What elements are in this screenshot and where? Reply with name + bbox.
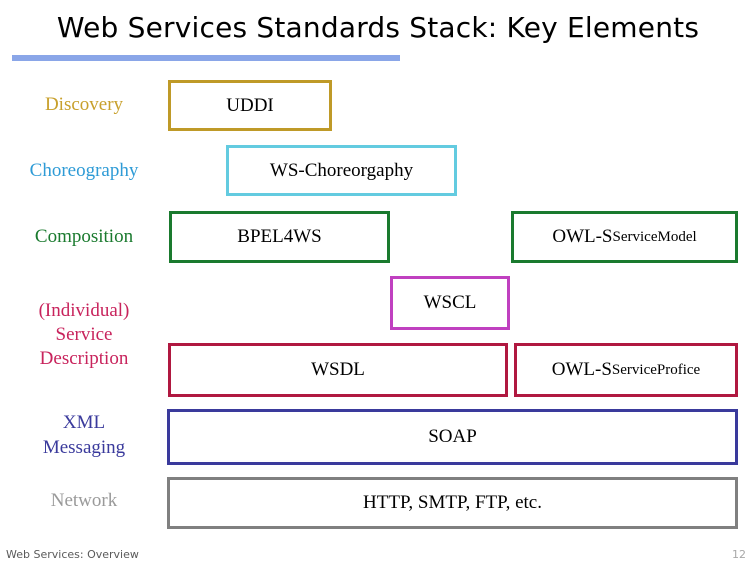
row-label-composition: Composition — [34, 226, 134, 247]
row-label-xml-messaging-line1: XML — [62, 412, 106, 433]
row-label-discovery: Discovery — [44, 94, 124, 115]
row-label-service-description: (Individual) Service Description — [8, 299, 160, 371]
row-label-service-description-line3: Description — [39, 348, 129, 369]
box-bpel4ws: BPEL4WS — [169, 211, 390, 263]
box-soap-label: SOAP — [428, 426, 477, 447]
box-owls-serviceprofice-label-small: ServiceProfice — [611, 361, 701, 378]
row-label-choreography: Choreography — [29, 160, 139, 181]
box-network-protocols-label: HTTP, SMTP, FTP, etc. — [363, 492, 542, 513]
box-owls-serviceprofice-label-main: OWL-S — [551, 359, 612, 380]
box-owls-servicemodel-label-small: ServiceModel — [612, 228, 697, 245]
box-soap: SOAP — [167, 409, 738, 465]
box-owls-serviceprofice: OWL-S ServiceProfice — [514, 343, 738, 397]
box-ws-choreorgaphy: WS-Choreorgaphy — [226, 145, 457, 196]
row-label-xml-messaging-line2: Messaging — [42, 437, 126, 458]
row-label-network: Network — [50, 490, 118, 511]
footer-deck-title: Web Services: Overview — [6, 548, 139, 561]
box-wscl: WSCL — [390, 276, 510, 330]
box-wsdl: WSDL — [168, 343, 508, 397]
box-uddi-label: UDDI — [226, 94, 274, 116]
title-underline-rule — [12, 55, 400, 61]
page-title: Web Services Standards Stack: Key Elemen… — [56, 11, 700, 44]
footer-slide-number: 12 — [732, 548, 746, 561]
box-wscl-label: WSCL — [423, 292, 477, 313]
row-label-service-description-line2: Service — [55, 324, 113, 345]
box-uddi: UDDI — [168, 80, 332, 131]
box-owls-servicemodel-label-main: OWL-S — [552, 226, 613, 247]
box-bpel4ws-label: BPEL4WS — [237, 226, 322, 247]
box-owls-servicemodel: OWL-S ServiceModel — [511, 211, 738, 263]
box-ws-choreorgaphy-label: WS-Choreorgaphy — [269, 159, 414, 181]
box-network-protocols: HTTP, SMTP, FTP, etc. — [167, 477, 738, 529]
row-label-xml-messaging: XML Messaging — [8, 410, 160, 460]
row-label-service-description-line1: (Individual) — [38, 300, 130, 321]
box-wsdl-label: WSDL — [311, 359, 365, 380]
